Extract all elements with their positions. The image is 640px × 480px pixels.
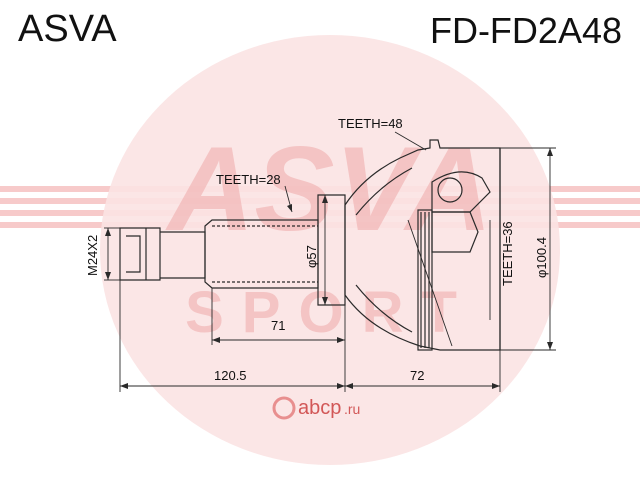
watermark-site-tld: .ru — [344, 401, 360, 417]
label-outer-diameter: φ100.4 — [534, 237, 549, 278]
arrow-72-left — [345, 383, 353, 389]
thread-stub — [119, 227, 161, 281]
inner-cage-mid — [431, 211, 479, 253]
housing-contour-2 — [355, 284, 413, 333]
label-shaft-diameter: φ57 — [304, 245, 319, 268]
label-teeth-28: TEETH=28 — [216, 172, 281, 187]
watermark-site: abcp .ru — [272, 396, 360, 420]
abs-ring — [417, 209, 433, 351]
arrow-71-right — [337, 337, 345, 343]
arrow-shaft-top — [322, 195, 328, 203]
arrow-thread-bottom — [105, 272, 111, 280]
label-thread: M24X2 — [85, 235, 100, 276]
shaft-neck — [160, 231, 206, 279]
watermark-subtitle: SPORT — [185, 280, 475, 345]
arrow-shaft-bottom — [322, 297, 328, 305]
label-teeth-48: TEETH=48 — [338, 116, 403, 131]
watermark-site-name: abcp — [298, 397, 341, 419]
label-dim-72: 72 — [410, 368, 424, 383]
arrow-71-left — [212, 337, 220, 343]
arrow-teeth-28 — [287, 204, 292, 212]
label-dim-71: 71 — [271, 318, 285, 333]
part-number: FD-FD2A48 — [429, 10, 622, 51]
ball-bearing — [437, 177, 463, 203]
leader-teeth-36 — [407, 219, 453, 347]
leader-teeth-48 — [394, 131, 427, 151]
shaft-splined — [204, 219, 319, 289]
watermark-site-icon — [272, 396, 296, 420]
arrow-thread-top — [105, 228, 111, 236]
arrow-72-right — [492, 383, 500, 389]
arrow-outer-bottom — [547, 342, 553, 350]
watermark-circle — [100, 35, 560, 465]
arrow-120-right — [337, 383, 345, 389]
arrow-120-left — [120, 383, 128, 389]
arrow-outer-top — [547, 148, 553, 156]
label-teeth-36: TEETH=36 — [500, 221, 515, 286]
brand-name: ASVA — [18, 8, 117, 50]
dimension-arrows — [105, 148, 553, 389]
inner-cage-upper — [431, 171, 491, 213]
thread-detail — [126, 235, 141, 273]
label-dim-120: 120.5 — [214, 368, 247, 383]
housing-contour-1 — [355, 167, 413, 216]
bell-housing — [344, 139, 501, 351]
shaft-flange — [317, 194, 346, 306]
